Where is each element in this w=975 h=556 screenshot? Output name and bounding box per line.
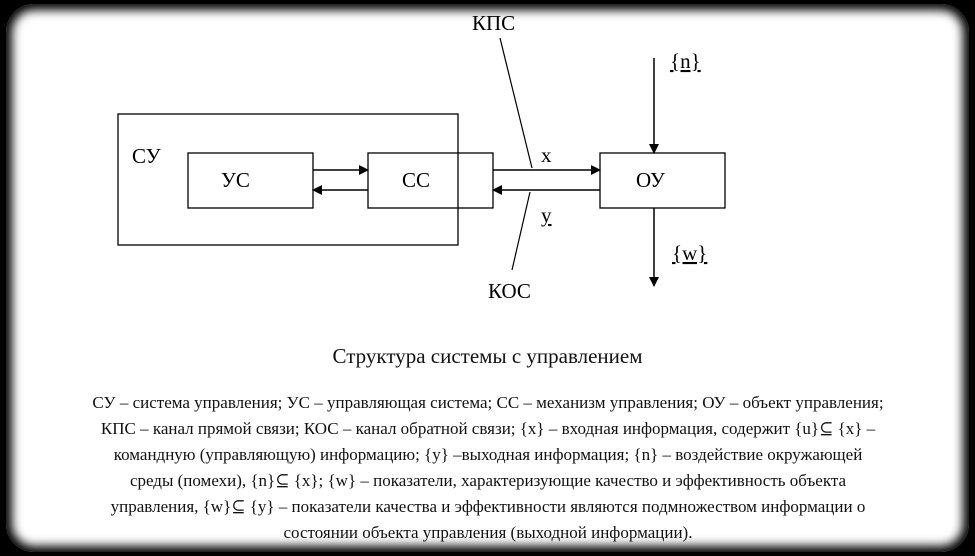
kos-pointer [511,191,531,271]
legend-line: состоянии объекта управления (выходной и… [283,523,693,542]
kps-label: КПС [472,11,515,35]
ou-label: ОУ [636,168,665,192]
us-label: УС [221,168,250,192]
y-label: y [541,203,552,227]
legend-line: командную (управляющую) информацию; {y} … [113,445,863,464]
ss-label: СС [402,168,430,192]
legend-line: управления, {w}⊆ {y} – показатели качест… [110,497,866,516]
kps-pointer [499,37,533,169]
legend-line: среды (помехи), {n}⊆ {x}; {w} – показате… [129,471,847,490]
legend-line: СУ – система управления; УС – управляюща… [92,393,884,412]
diagram-caption: Структура системы с управлением [332,344,643,368]
ou-block [599,152,726,209]
slide-panel [6,4,969,552]
su-label: СУ [132,144,161,168]
kos-label: КОС [488,279,531,303]
legend-text: СУ – система управления; УС – управляюща… [18,390,958,546]
ss-block [367,152,494,209]
w-label: {w} [672,241,707,265]
su-block [117,113,459,246]
us-block [187,152,314,209]
x-label: x [541,143,552,167]
n-label: {n} [670,49,701,73]
legend-line: КПС – канал прямой связи; КОС – канал об… [100,419,876,438]
